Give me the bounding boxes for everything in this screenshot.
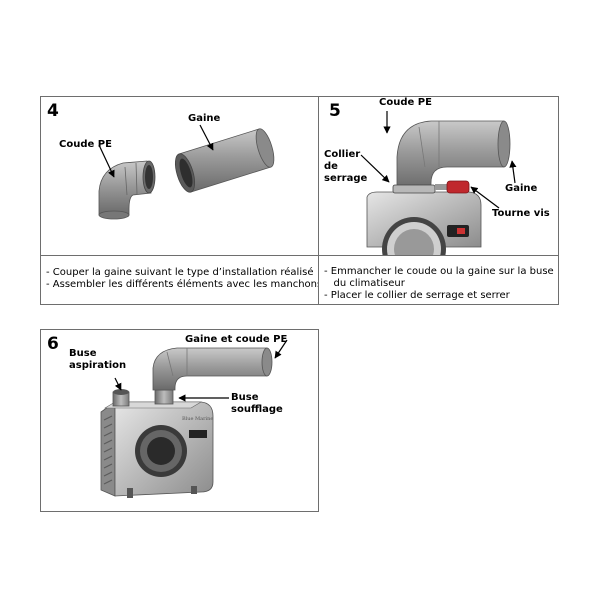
instruction-line: du climatiseur: [324, 278, 405, 289]
aspiration-nozzle: [112, 389, 130, 407]
label-gaine-et-coude-pe: Gaine et coude PE: [185, 334, 288, 345]
step-5-illustration: 5: [319, 97, 558, 256]
instruction-line: - Placer le collier de serrage et serrer: [324, 290, 510, 301]
step-6-panel: 6: [40, 329, 319, 512]
instruction-line: - Assembler les différents éléments avec…: [46, 279, 323, 290]
air-conditioner-unit: [100, 401, 214, 498]
duct-pipe: [174, 128, 275, 193]
screwdriver: [435, 180, 470, 194]
label-coude-pe: Coude PE: [59, 139, 112, 150]
clamp-collar: [392, 184, 436, 194]
elbow-pipe: [98, 160, 156, 220]
label-tourne-vis: Tourne vis: [492, 208, 550, 219]
air-conditioner-unit: [366, 191, 482, 255]
label-collier-de-serrage: Collier de serrage: [324, 149, 368, 184]
step-number: 6: [47, 334, 59, 354]
label-gaine: Gaine: [505, 183, 538, 194]
step-4-panel: 4 Coude PE Gaine - Couper la gaine: [40, 96, 322, 305]
elbow-and-duct: [152, 347, 273, 391]
step-number: 5: [329, 101, 341, 121]
soufflage-nozzle: [154, 389, 174, 405]
step-5-instructions: - Emmancher le coude ou la gaine sur la …: [324, 266, 554, 302]
step-4-illustration: 4 Coude PE Gaine: [41, 97, 318, 256]
step-number: 4: [47, 101, 59, 121]
label-buse-soufflage: Buse soufflage: [231, 392, 283, 415]
elbow-and-duct: [396, 120, 511, 190]
step-4-instructions: - Couper la gaine suivant le type d’inst…: [46, 267, 322, 291]
assembled-unit-illustration: [100, 339, 288, 498]
step-5-panel: 5: [318, 96, 559, 305]
label-coude-pe: Coude PE: [379, 97, 432, 108]
clamp-installation-illustration: [360, 111, 517, 255]
instruction-line: - Couper la gaine suivant le type d’inst…: [46, 267, 314, 278]
brand-logo: Blue Marine: [182, 416, 214, 422]
label-gaine: Gaine: [188, 113, 221, 124]
label-buse-aspiration: Buse aspiration: [69, 348, 127, 371]
instruction-line: - Emmancher le coude ou la gaine sur la …: [324, 266, 554, 277]
elbow-and-duct-illustration: [98, 124, 275, 220]
